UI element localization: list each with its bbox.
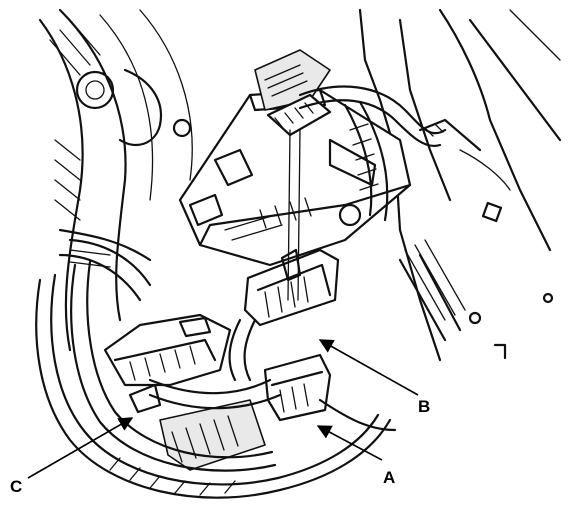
upper-connector-block — [178, 49, 412, 267]
callout-c-label: C — [10, 477, 22, 496]
callout-b-label: B — [418, 397, 430, 416]
lower-harness-bundle — [35, 238, 397, 499]
connector-b — [243, 129, 340, 327]
left-body-panel — [38, 8, 193, 352]
callout-c: C — [10, 417, 134, 496]
callout-b: B — [318, 339, 430, 416]
top-harness — [298, 85, 482, 227]
right-body-panel — [358, 8, 562, 362]
connector-a — [159, 353, 332, 471]
callout-a: A — [316, 425, 395, 487]
callout-a-label: A — [383, 468, 395, 487]
connector-c — [103, 313, 232, 414]
